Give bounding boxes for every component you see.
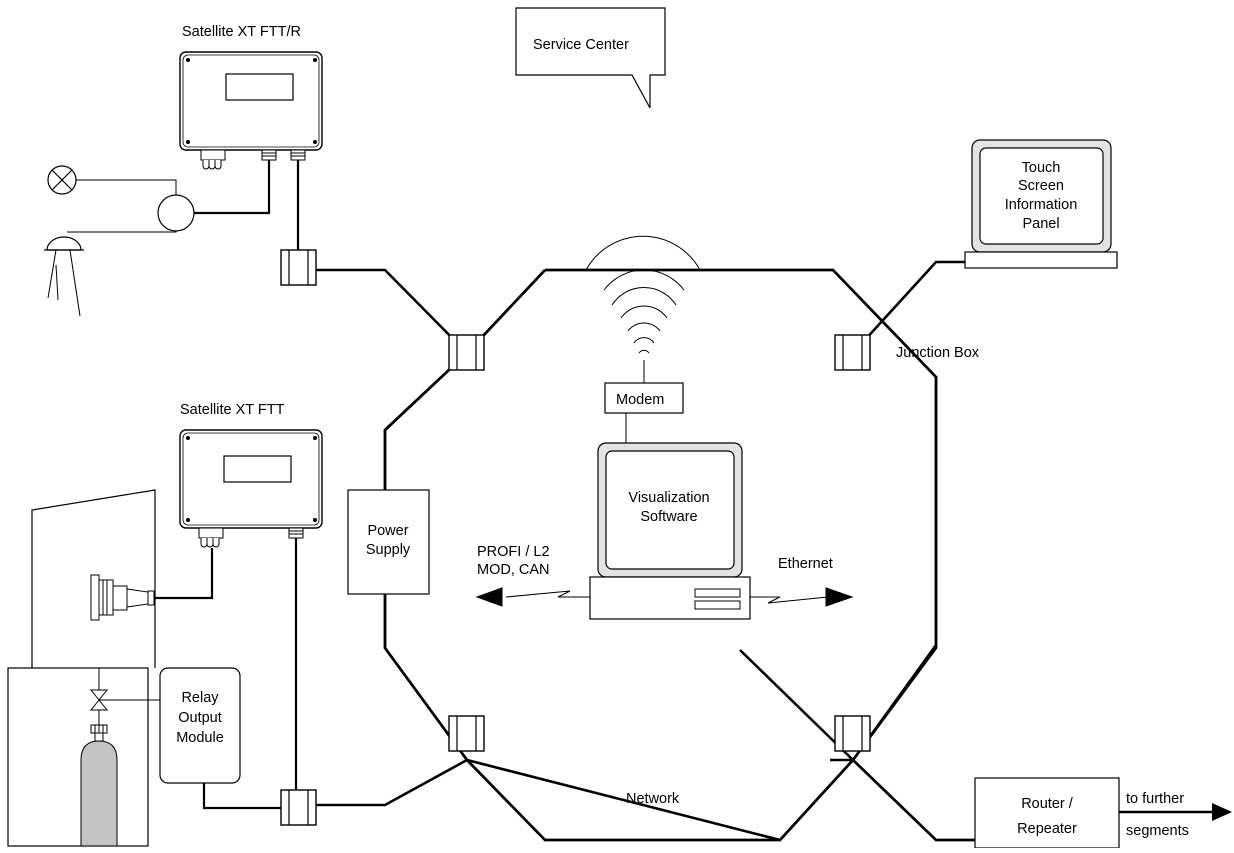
touch-screen-line-4: Panel [1022,216,1059,232]
router-repeater-box: Router / Repeater [974,777,1120,849]
further-line-1: to further [1126,791,1184,807]
junction-box-top-left [448,334,485,371]
connector-ftt [280,789,317,826]
junction-box-top-right [834,334,871,371]
power-supply-line-1: Power [367,523,408,539]
relay-line-1: Relay [181,690,219,706]
touch-screen-line-2: Screen [1018,178,1064,194]
satellite-ftt-r-label: Satellite XT FTT/R [182,24,301,40]
gas-cabinet [7,667,160,847]
relay-line-3: Module [176,730,224,746]
router-line-2: Repeater [1017,821,1077,837]
power-supply-line-2: Supply [366,542,411,558]
duct-wall [31,489,156,668]
router-line-1: Router / [1021,796,1074,812]
gas-cylinder-icon [80,724,118,847]
further-line-2: segments [1126,823,1189,839]
wireless-signal-icon [585,235,701,384]
profi-link [475,587,590,607]
modem-label: Modem [616,392,664,408]
touch-screen-panel: Touch Screen Information Panel [964,139,1118,269]
profi-label-1: PROFI / L2 [477,544,550,560]
touch-screen-line-1: Touch [1022,160,1061,176]
relay-output-module: Relay Output Module [159,667,241,784]
power-supply-box: Power Supply [347,489,430,595]
junction-box-label: Junction Box [896,345,980,361]
profi-label-2: MOD, CAN [477,562,550,578]
satellite-ftt-r-device [179,51,323,170]
network-octagon [313,260,975,842]
visualization-line-2: Software [640,509,697,525]
network-label: Network [626,791,680,807]
modem-box: Modem [604,382,684,443]
relay-line-2: Output [178,710,222,726]
relay-contact-icon [157,194,195,232]
connector-ftt-r [280,249,317,286]
horn-icon [44,236,84,317]
ethernet-label: Ethernet [778,556,833,572]
visualization-line-1: Visualization [628,490,709,506]
junction-box-bottom-left [448,715,485,752]
service-center-label: Service Center [533,37,629,53]
visualization-pc: Visualization Software [589,442,751,620]
gas-sensor [90,574,155,621]
lamp-icon [47,165,77,195]
junction-box-bottom-right [834,715,871,752]
satellite-ftt-label: Satellite XT FTT [180,402,285,418]
service-center-bubble: Service Center [515,7,666,109]
ethernet-link [750,587,854,607]
touch-screen-line-3: Information [1005,197,1078,213]
further-segments-arrow [1119,803,1232,821]
satellite-ftt-device [179,429,323,548]
